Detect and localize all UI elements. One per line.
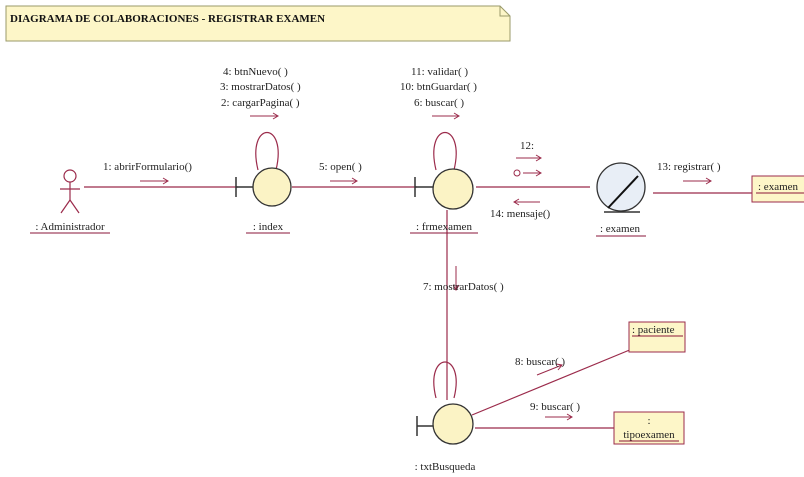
- msg-9: 9: buscar( ): [530, 401, 580, 413]
- link-txtbusqueda-paciente: [471, 348, 633, 416]
- msg-3: 3: mostrarDatos( ): [220, 81, 301, 93]
- data-token-icon: [513, 169, 521, 177]
- msg-5: 5: open( ): [319, 161, 362, 173]
- msg-2: 2: cargarPagina( ): [221, 97, 300, 109]
- message-arrows: [140, 112, 712, 421]
- msg-14: 14: mensaje(): [490, 208, 551, 220]
- object-examen-box: : examen: [751, 175, 804, 203]
- arrow-m13: [683, 177, 712, 185]
- entity-examen: : examen: [596, 162, 646, 237]
- paciente-box-label: : paciente: [632, 324, 675, 336]
- examen-box-label: : examen: [758, 181, 799, 193]
- message-labels: 1: abrirFormulario() 4: btnNuevo( ) 3: m…: [103, 66, 721, 413]
- diagram-title: DIAGRAMA DE COLABORACIONES - REGISTRAR E…: [10, 13, 325, 25]
- msg-11: 11: validar( ): [411, 66, 468, 78]
- msg-4: 4: btnNuevo( ): [223, 66, 288, 78]
- txtbusqueda-label: : txtBusqueda: [415, 461, 476, 473]
- title-note: DIAGRAMA DE COLABORACIONES - REGISTRAR E…: [5, 5, 511, 42]
- self-link-txtbusqueda: [433, 361, 457, 399]
- msg-12: 12:: [520, 140, 534, 152]
- arrow-m5: [330, 177, 358, 185]
- arrow-m2: [250, 112, 279, 120]
- msg-6: 6: buscar( ): [414, 97, 464, 109]
- txtbusqueda-circle: [432, 403, 474, 445]
- boundary-txtbusqueda: : txtBusqueda: [415, 403, 476, 473]
- boundary-frmexamen: : frmexamen: [410, 168, 478, 234]
- arrow-m12: [516, 154, 542, 162]
- examen-entity-circle: [596, 162, 646, 212]
- arrow-m6: [432, 112, 460, 120]
- object-tipoexamen-box: : tipoexamen: [613, 411, 685, 445]
- frmexamen-label: : frmexamen: [416, 221, 472, 233]
- msg-8: 8: buscar( ): [515, 356, 565, 368]
- msg-1: 1: abrirFormulario(): [103, 161, 192, 173]
- self-link-frmexamen: [433, 132, 457, 171]
- examen-entity-label: : examen: [600, 223, 641, 235]
- index-label: : index: [253, 221, 284, 233]
- msg-7: 7: mostrarDatos( ): [423, 281, 504, 293]
- tipoexamen-box-colon: :: [647, 415, 650, 427]
- msg-10: 10: btnGuardar( ): [400, 81, 477, 93]
- arrow-m9: [545, 413, 573, 421]
- arrow-m14: [513, 198, 540, 206]
- tipoexamen-box-label: tipoexamen: [623, 429, 675, 441]
- actor-administrador: : Administrador: [30, 169, 110, 234]
- object-paciente-box: : paciente: [628, 321, 686, 353]
- msg-13: 13: registrar( ): [657, 161, 721, 173]
- boundary-index: : index: [235, 167, 292, 234]
- actor-head: [63, 169, 77, 183]
- index-circle: [252, 167, 292, 207]
- arrow-m12-data: [523, 169, 542, 177]
- actor-label: : Administrador: [35, 221, 105, 233]
- arrow-m8: [536, 363, 563, 376]
- arrow-m1: [140, 177, 169, 185]
- self-link-index: [255, 132, 279, 171]
- arrow-m7: [452, 266, 460, 291]
- pen-icon: [607, 175, 639, 209]
- frmexamen-circle: [432, 168, 474, 210]
